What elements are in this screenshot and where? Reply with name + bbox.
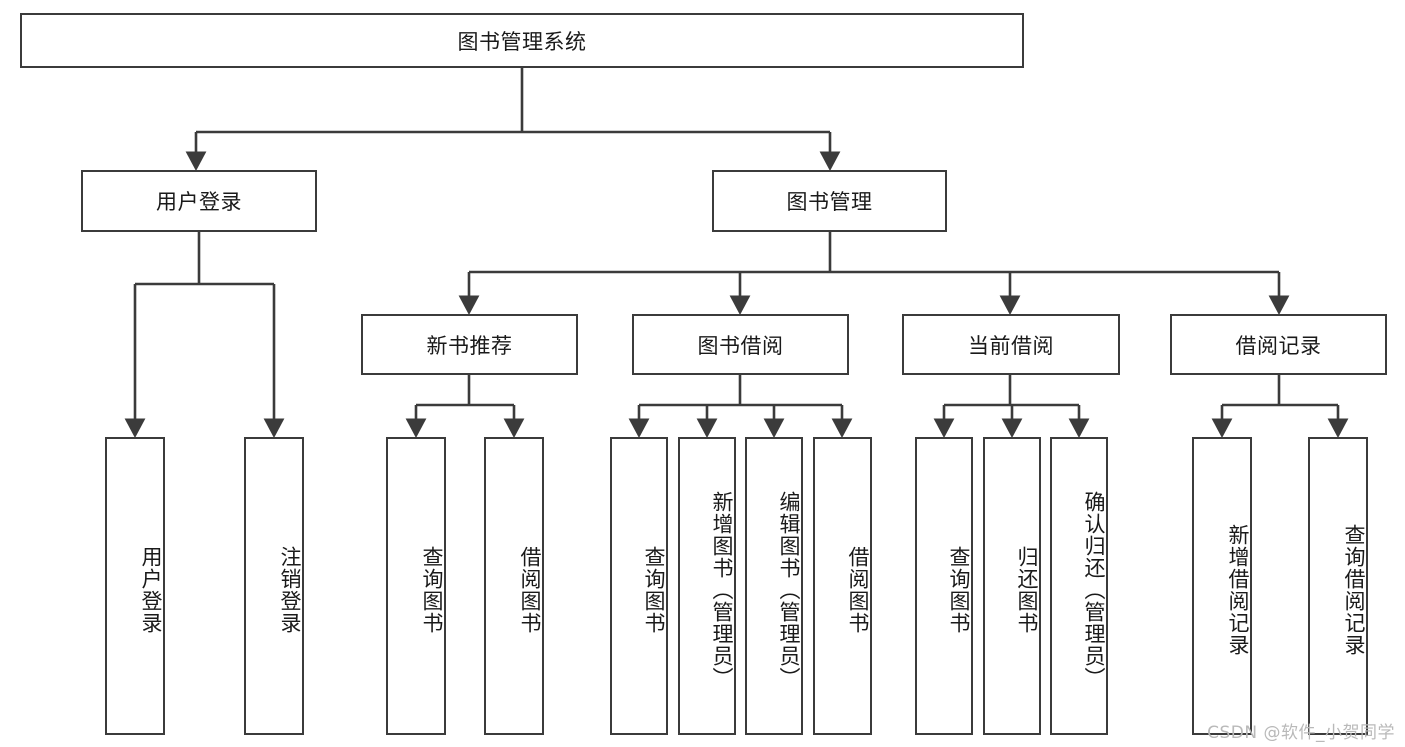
node-leaf-borrow-book-1[interactable]: 借阅图书 — [484, 437, 544, 735]
node-label: 当前借阅 — [968, 333, 1054, 358]
node-leaf-edit-book-admin[interactable]: 编辑图书（管理员） — [745, 437, 803, 735]
node-leaf-query-book-3[interactable]: 查询图书 — [915, 437, 973, 735]
node-book-borrow[interactable]: 图书借阅 — [632, 314, 849, 375]
node-label: 新增借阅记录 — [1226, 524, 1250, 656]
node-label: 新书推荐 — [426, 333, 513, 358]
node-leaf-borrow-book-2[interactable]: 借阅图书 — [813, 437, 872, 735]
node-label: 图书借阅 — [697, 333, 784, 358]
node-label: 注销登录 — [278, 546, 302, 634]
node-leaf-query-borrow-record[interactable]: 查询借阅记录 — [1308, 437, 1368, 735]
node-leaf-confirm-return-admin[interactable]: 确认归还（管理员） — [1050, 437, 1108, 735]
node-label: 借阅图书 — [518, 546, 542, 634]
node-leaf-user-login[interactable]: 用户登录 — [105, 437, 165, 735]
watermark: CSDN @软件_小贺同学 — [1207, 723, 1395, 743]
node-label: 查询借阅记录 — [1342, 524, 1366, 656]
node-borrow-record[interactable]: 借阅记录 — [1170, 314, 1387, 375]
node-label: 借阅记录 — [1235, 333, 1322, 358]
node-label: 用户登录 — [139, 546, 163, 634]
node-book-management[interactable]: 图书管理 — [712, 170, 947, 232]
node-user-login[interactable]: 用户登录 — [81, 170, 317, 232]
node-leaf-add-book-admin[interactable]: 新增图书（管理员） — [678, 437, 736, 735]
node-leaf-query-book-1[interactable]: 查询图书 — [386, 437, 446, 735]
node-label: 归还图书 — [1015, 546, 1039, 634]
node-label: 确认归还（管理员） — [1082, 491, 1106, 689]
node-leaf-logout-login[interactable]: 注销登录 — [244, 437, 304, 735]
node-leaf-query-book-2[interactable]: 查询图书 — [610, 437, 668, 735]
node-leaf-add-borrow-record[interactable]: 新增借阅记录 — [1192, 437, 1252, 735]
node-current-borrow[interactable]: 当前借阅 — [902, 314, 1120, 375]
node-label: 查询图书 — [642, 546, 666, 634]
node-label: 用户登录 — [156, 190, 242, 214]
node-label: 查询图书 — [947, 546, 971, 634]
node-book-management-system[interactable]: 图书管理系统 — [20, 13, 1024, 68]
node-label: 新增图书（管理员） — [710, 491, 734, 689]
node-label: 查询图书 — [420, 546, 444, 634]
node-new-book-recommend[interactable]: 新书推荐 — [361, 314, 578, 375]
node-label: 借阅图书 — [846, 546, 870, 634]
node-label: 编辑图书（管理员） — [777, 491, 801, 689]
node-label: 图书管理 — [786, 190, 873, 214]
node-label: 图书管理系统 — [457, 29, 587, 54]
node-leaf-return-book[interactable]: 归还图书 — [983, 437, 1041, 735]
